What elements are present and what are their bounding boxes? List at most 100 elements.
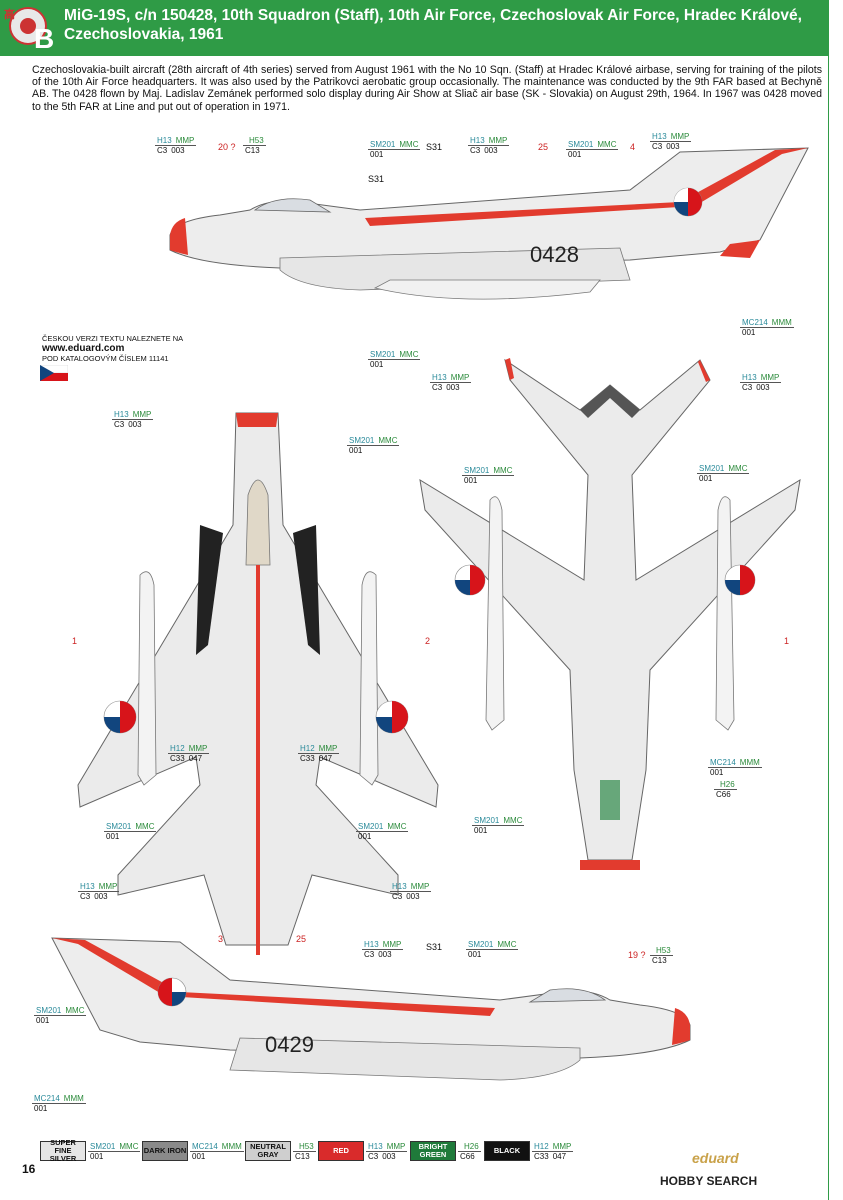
callout-code-c2 (51, 1016, 55, 1025)
legend-swatch: NEUTRAL GRAY (245, 1141, 291, 1161)
legend-code-c: C13 (295, 1151, 310, 1161)
callout-code-b: MMC (497, 940, 517, 949)
callout-code-c2: 003 (406, 892, 420, 901)
callout-code-b: MMP (318, 744, 338, 753)
callout-code-c2 (49, 1104, 53, 1113)
callout-code-c2 (669, 956, 673, 965)
callout-code-c1: C3 (742, 383, 753, 392)
callout-code-a: H13 (432, 373, 447, 382)
callout-code-c2: 003 (94, 892, 108, 901)
callout-code-b: MMC (728, 464, 748, 473)
callout-code-c2 (373, 832, 377, 841)
callout-code-c2: 047 (188, 754, 203, 763)
callout-code-c1: 001 (699, 474, 713, 483)
callout-code-b: MMP (488, 136, 508, 145)
roundel-underside-right-icon (724, 564, 756, 596)
legend-code-b: MMC (119, 1141, 139, 1151)
legend-code-a: H13 (368, 1141, 383, 1151)
callout-code-c2 (489, 826, 493, 835)
marking-25-top: 25 (538, 142, 549, 152)
page-edge-bar (828, 0, 843, 1200)
callout-code-a: H13 (80, 882, 95, 891)
callout-code-c2: 003 (756, 383, 770, 392)
stencil-s31-b: S31 (368, 174, 385, 184)
callout-code-a: SM201 (474, 816, 500, 825)
legend-code-d (105, 1152, 109, 1161)
callout-code-b: MMC (378, 436, 398, 445)
callout-code-b: MMP (98, 882, 118, 891)
aircraft-top-view (77, 412, 439, 955)
callout-code-c1: C33 (170, 754, 185, 763)
callout-code-b: H53 (656, 946, 671, 955)
callout-code-c1: 001 (742, 328, 756, 337)
legend-swatch: BLACK (484, 1141, 530, 1161)
callout-code-b: MMM (739, 758, 760, 767)
profile-letter: B (34, 23, 55, 54)
callout-code-c2: 003 (446, 383, 460, 392)
roundel-underside-left-icon (454, 564, 486, 596)
site-logo-icon (9, 7, 47, 45)
callout-code-c1: 001 (710, 768, 724, 777)
callout-code-a: H13 (364, 940, 379, 949)
legend-code-b: H26 (464, 1141, 479, 1151)
callout-code-c1: 001 (468, 950, 482, 959)
callout-code-c1: C3 (80, 892, 91, 901)
roundel-left-wing-icon (103, 700, 137, 734)
marking-25-bottom: 25 (296, 934, 307, 944)
callout-code-b: MMM (771, 318, 792, 327)
callout-code-a: SM201 (568, 140, 594, 149)
legend-code-c: C66 (460, 1151, 475, 1161)
callout-code-c1: 001 (474, 826, 488, 835)
legend-code-a: H12 (534, 1141, 549, 1151)
callout-code-a: MC214 (710, 758, 736, 767)
callout-code-c2: 003 (666, 142, 680, 151)
callout-code-c2: 003 (484, 146, 498, 155)
hobby-search-watermark: HOBBY SEARCH (660, 1174, 758, 1188)
callout-code-a: SM201 (699, 464, 725, 473)
roundel-right-wing-icon (375, 700, 409, 734)
legend-code-c: C33 (534, 1151, 549, 1161)
profile-header: 高 B MiG-19S, c/n 150428, 10th Squadron (… (0, 0, 828, 56)
callout-code-a: H13 (392, 882, 407, 891)
czech-note-url[interactable]: www.eduard.com (42, 343, 125, 354)
callout-code-c1: 001 (106, 832, 120, 841)
callout-code-c1: C3 (114, 420, 125, 429)
callout-code-a: SM201 (468, 940, 494, 949)
callout-code-c2: 003 (171, 146, 185, 155)
callout-code-a: SM201 (370, 140, 396, 149)
callout-code-b: H53 (249, 136, 264, 145)
callout-code-c2 (385, 360, 389, 369)
marking-1-left: 1 (72, 636, 78, 646)
callout-code-c1: 001 (34, 1104, 48, 1113)
legend-swatch: BRIGHT GREEN (410, 1141, 456, 1161)
callout-code-b: MMM (63, 1094, 84, 1103)
callout-code-a: H12 (300, 744, 315, 753)
callout-code-c1: 001 (349, 446, 363, 455)
callout-code-c2 (364, 446, 368, 455)
callout-code-c1: C13 (245, 146, 260, 155)
legend-code-c: 001 (192, 1151, 206, 1161)
callout-code-b: MMP (760, 373, 780, 382)
callout-code-c1: C66 (716, 790, 731, 799)
marking-19: 19 ? (628, 950, 646, 960)
legend-code-b: MMM (221, 1141, 242, 1151)
callout-code-c1: 001 (358, 832, 372, 841)
legend-code-d: 003 (382, 1151, 396, 1161)
callout-code-c1: C3 (364, 950, 375, 959)
callout-code-c1: 001 (464, 476, 478, 485)
callout-code-b: MMP (670, 132, 690, 141)
